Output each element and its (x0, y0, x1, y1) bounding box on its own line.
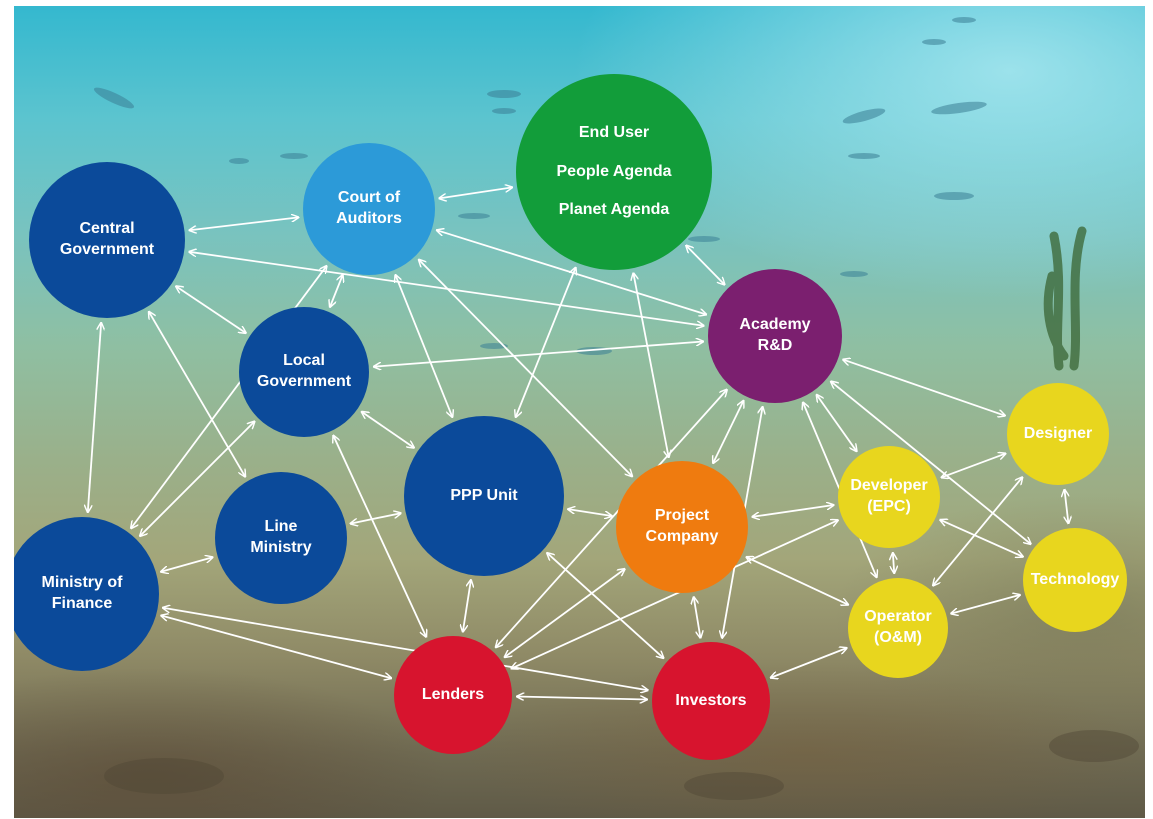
connector-ministry_of_finance-investors (163, 608, 648, 691)
node-label-line: Government (256, 373, 352, 390)
fish (931, 101, 987, 115)
node-label-line: Academy (739, 316, 811, 334)
rock (684, 772, 784, 800)
fish (93, 87, 135, 109)
connector-lenders-developer (511, 520, 838, 668)
connector-project_company-operator (746, 557, 848, 605)
local-government-node[interactable]: Local Government (239, 307, 369, 437)
end-user-node[interactable]: End User People Agenda Planet Agenda (516, 74, 712, 270)
connector-central_government-local_government (176, 286, 246, 333)
connector-court_of_auditors-ppp_unit (395, 275, 452, 417)
connector-project_company-developer (752, 505, 833, 517)
node-label-line: Investors (675, 691, 747, 709)
node-label-line: Government (59, 241, 155, 258)
node-label-line: Technology (1030, 570, 1120, 588)
designer-node[interactable]: Designer (1007, 383, 1109, 485)
connector-local_government-lenders (333, 436, 426, 637)
technology-node[interactable]: Technology (1023, 528, 1127, 632)
node-label-line: Project (654, 507, 710, 525)
ppp-unit-node[interactable]: PPP Unit (404, 416, 564, 576)
connector-court_of_auditors-local_government (330, 275, 343, 307)
node-label-line: Developer (850, 477, 928, 495)
node-label-line: (EPC) (867, 498, 911, 515)
fish (229, 158, 249, 164)
fish (280, 153, 308, 159)
node-label-line: (O&M) (874, 629, 922, 646)
connector-line_ministry-ministry_of_finance (161, 557, 213, 572)
connector-local_government-ppp_unit (362, 412, 414, 448)
fish (487, 90, 521, 98)
node-label-line: Operator (864, 608, 932, 626)
node-label-line: Company (645, 528, 719, 545)
connector-operator-technology (951, 595, 1020, 614)
node-label-line: Court of (337, 189, 401, 207)
connection-layer (14, 6, 1145, 818)
node-label-line: People Agenda (556, 162, 672, 180)
academy-rd-node[interactable]: Academy R&D (708, 269, 842, 403)
connector-developer-operator (893, 553, 894, 573)
connector-end_user-academy (686, 246, 724, 285)
central-government-node[interactable]: Central Government (29, 162, 185, 318)
fish (842, 108, 886, 124)
connector-academy-project_company (713, 401, 743, 463)
rock (104, 758, 224, 794)
rock (1049, 730, 1139, 762)
ministry-of-finance-node[interactable]: Ministry of Finance (14, 517, 159, 671)
fish (492, 108, 516, 114)
node-label-line: End User (578, 123, 650, 141)
connector-developer-designer (941, 454, 1005, 478)
underwater-background: Central Government Court of Auditors End… (14, 6, 1145, 818)
court-of-auditors-node[interactable]: Court of Auditors (303, 143, 435, 275)
connector-ministry_of_finance-lenders (161, 616, 391, 679)
node-label-line: Local (283, 352, 325, 370)
node-label-line: Auditors (336, 210, 402, 227)
connector-central_government-ministry_of_finance (88, 323, 101, 512)
node-label-line: Planet Agenda (558, 201, 670, 219)
connector-ppp_unit-lenders (463, 580, 471, 632)
connector-investors-operator (771, 648, 847, 678)
lenders-node[interactable]: Lenders (394, 636, 512, 754)
connector-project_company-investors (694, 597, 701, 638)
connector-central_government-court_of_auditors (189, 217, 298, 230)
fish (922, 39, 946, 45)
connector-academy-designer (843, 360, 1005, 416)
node-label-line: Central (79, 220, 135, 238)
fish (840, 271, 868, 277)
node-label-line: R&D (757, 337, 793, 354)
connector-local_government-academy (374, 341, 703, 366)
fish (952, 17, 976, 23)
operator-om-node[interactable]: Operator (O&M) (848, 578, 948, 678)
fish (848, 153, 880, 159)
connector-local_government-ministry_of_finance (140, 421, 255, 536)
connector-court_of_auditors-end_user (439, 187, 512, 198)
developer-epc-node[interactable]: Developer (EPC) (838, 446, 940, 548)
node-label-line: Line (264, 518, 298, 536)
line-ministry-node[interactable]: Line Ministry (215, 472, 347, 604)
node-label-line: PPP Unit (450, 486, 518, 504)
node-label-line: Ministry (250, 539, 312, 556)
node-label-line: Ministry of (41, 574, 123, 592)
node-label-line: Finance (51, 595, 113, 612)
connector-end_user-ppp_unit (516, 268, 576, 418)
project-company-node[interactable]: Project Company (616, 461, 748, 593)
connector-designer-operator (933, 477, 1022, 585)
investors-node[interactable]: Investors (652, 642, 770, 760)
fish (934, 192, 974, 200)
node-label-line: Designer (1023, 424, 1093, 442)
seaweed (1043, 226, 1087, 371)
connector-designer-technology (1064, 490, 1068, 524)
node-label-line: Lenders (421, 685, 485, 703)
connector-lenders-investors (517, 696, 647, 699)
fish (458, 213, 490, 219)
connector-ppp_unit-line_ministry (351, 513, 401, 523)
connector-ppp_unit-project_company (568, 509, 612, 516)
connector-academy-developer (817, 395, 857, 452)
